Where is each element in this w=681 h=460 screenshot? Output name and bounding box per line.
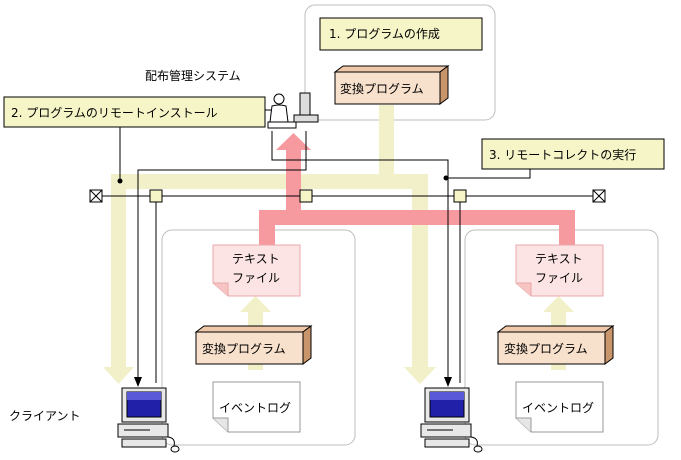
administrator-workstation-icon (267, 92, 319, 129)
bus-connector (453, 189, 467, 203)
bus-terminator-left (89, 189, 103, 203)
event-log-label: イベントログ (522, 401, 594, 415)
text-file-label: ファイル (232, 271, 280, 285)
server-frame (304, 4, 496, 121)
collect-flow-arrow (259, 133, 575, 250)
event-log-left: イベントログ (212, 381, 301, 433)
callout-step3: 3. リモートコレクトの実行 (481, 138, 665, 170)
callout-step3-label: 3. リモートコレクトの実行 (489, 147, 636, 162)
client-label: クライアント (9, 409, 81, 423)
text-file-label: テキスト (232, 252, 280, 266)
text-file-right: テキスト ファイル (515, 244, 604, 297)
bus-connector (149, 189, 163, 203)
callout-step2-label: 2. プログラムのリモートインストール (11, 106, 218, 120)
event-log-right: イベントログ (515, 381, 604, 433)
callout-step1: 1. プログラムの作成 (319, 17, 483, 51)
converter-program-server: 変換プログラム (333, 65, 450, 105)
converter-program-left: 変換プログラム (194, 325, 313, 365)
junction-dot (117, 178, 123, 184)
converter-program-right: 変換プログラム (496, 325, 615, 365)
text-file-left: テキスト ファイル (212, 244, 301, 297)
callout-step2: 2. プログラムのリモートインストール (3, 96, 266, 128)
system-label: 配布管理システム (145, 68, 241, 83)
event-log-label: イベントログ (219, 401, 291, 415)
converter-label: 変換プログラム (340, 81, 424, 96)
arrowhead (134, 377, 142, 387)
bus-terminator-right (592, 189, 606, 203)
junction-dot (443, 175, 449, 181)
callout-step1-label: 1. プログラムの作成 (329, 27, 440, 41)
client-frame-left (161, 229, 356, 446)
text-file-label: テキスト (535, 252, 583, 266)
client-pc-icon-left (117, 387, 180, 453)
bus-connector (299, 189, 313, 203)
text-file-label: ファイル (535, 271, 583, 285)
client-pc-icon-right (420, 387, 483, 453)
arrowhead (444, 377, 452, 387)
converter-label: 変換プログラム (202, 341, 286, 356)
converter-label: 変換プログラム (504, 341, 588, 356)
network-lines (96, 109, 599, 385)
